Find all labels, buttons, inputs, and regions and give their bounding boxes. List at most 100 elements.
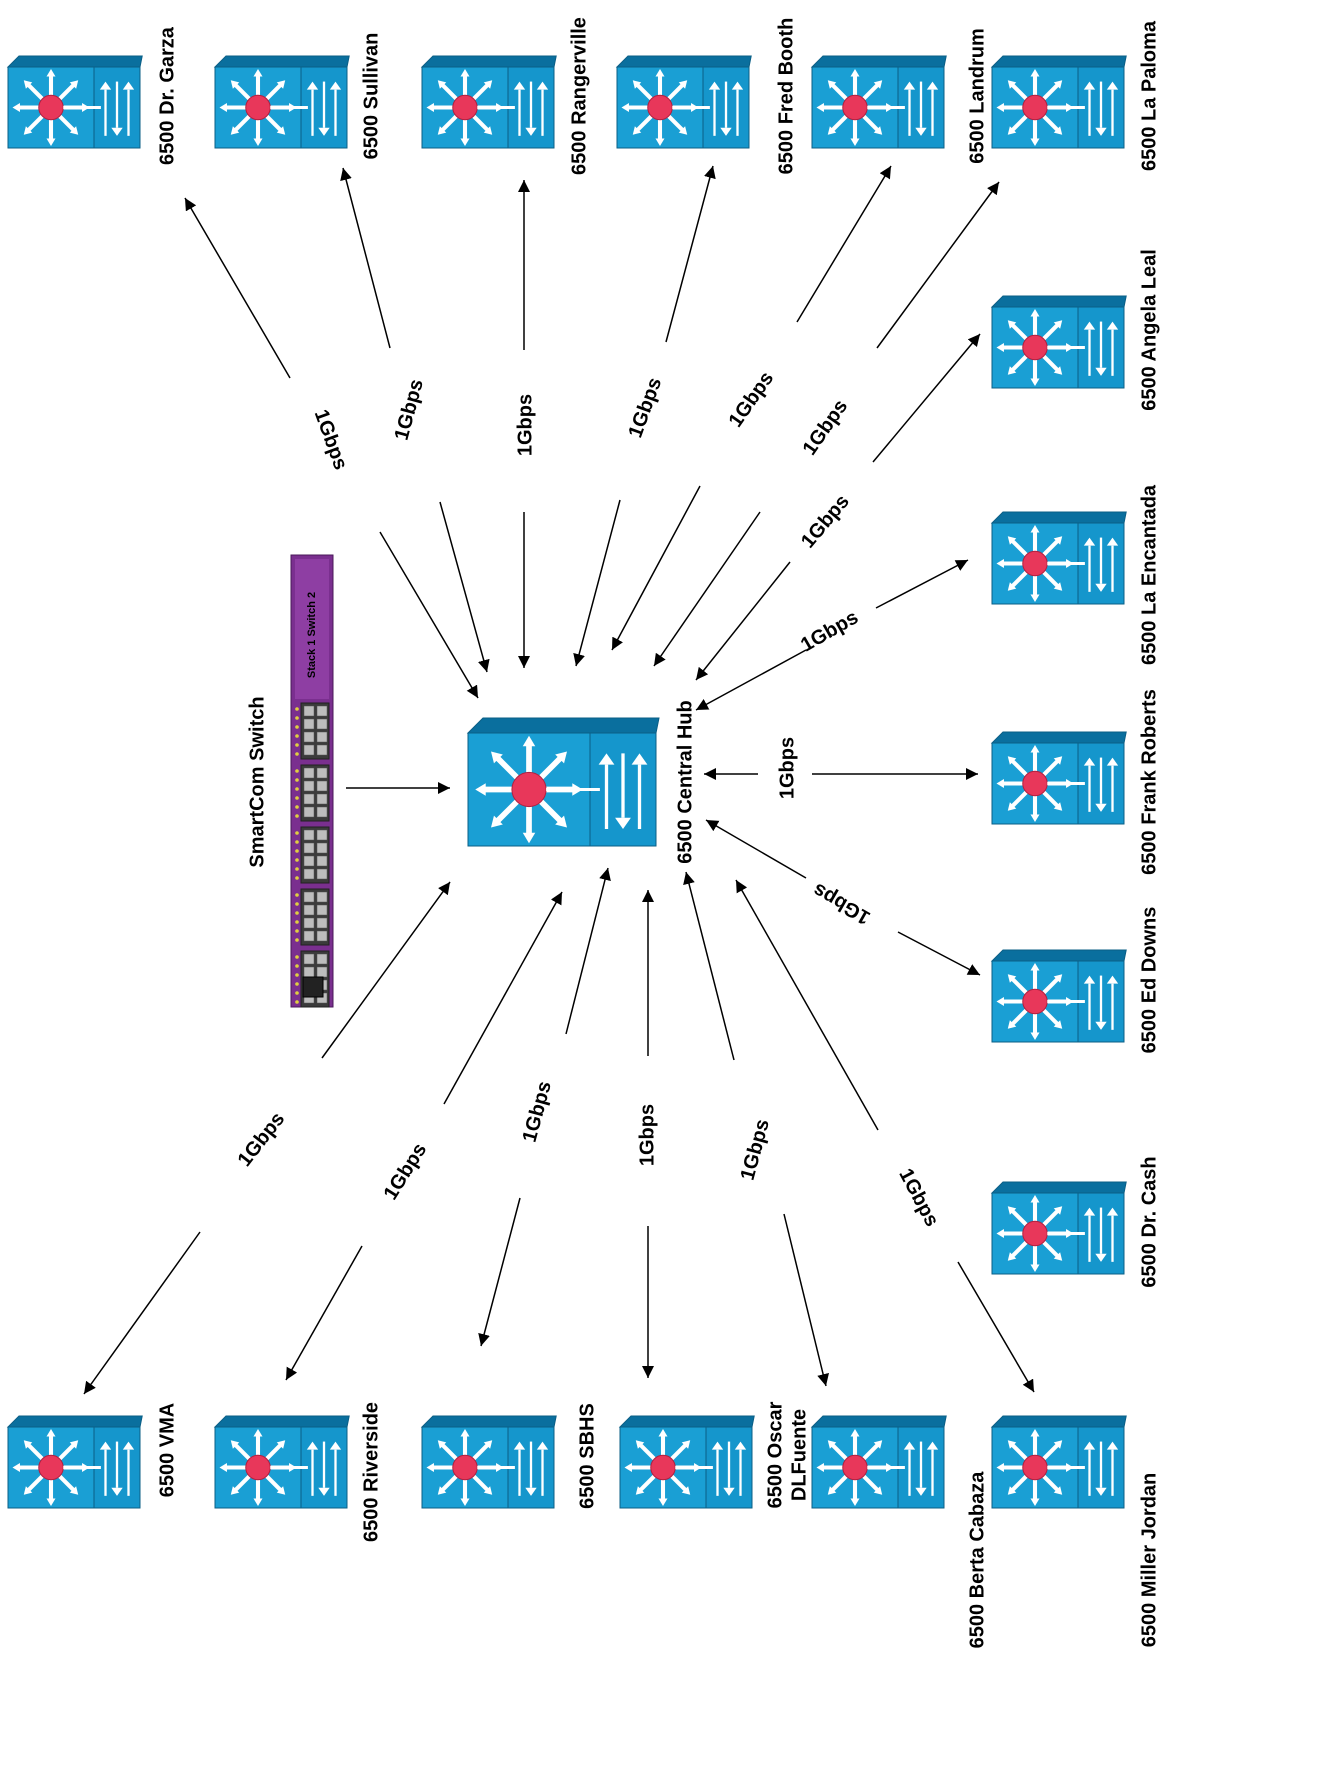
link-arrow-fred-booth (665, 165, 716, 343)
link-arrow-la-encantada (695, 649, 807, 711)
link-speed-label-riverside: 1Gbps (380, 1139, 432, 1203)
router-star-icon (996, 962, 1074, 1041)
updown-arrows-icon (63, 1441, 135, 1496)
updown-arrows-icon (63, 81, 135, 136)
updown-arrows-icon (1047, 1207, 1119, 1262)
link-arrow-berta-cabaza (783, 1213, 829, 1387)
link-arrow-riverside (443, 891, 563, 1105)
link-arrow-berta-cabaza (683, 871, 735, 1061)
updown-arrows-icon (672, 81, 744, 136)
site-switch-la-paloma (990, 55, 1127, 149)
link-arrow-angela-leal (872, 333, 981, 463)
link-speed-label-ed-downs: 1Gbps (809, 879, 874, 929)
site-switch-riverside (213, 1415, 350, 1509)
link-speed-label-frank-roberts: 1Gbps (776, 737, 798, 799)
link-speed-label-rangerville: 1Gbps (514, 394, 536, 456)
link-arrow-dr-garza (184, 197, 291, 379)
smartcom-switch: Stack 1 Switch 2 (290, 554, 334, 1008)
site-label-riverside: 6500 Riverside (360, 1402, 382, 1542)
smartcom-label: SmartCom Switch (246, 696, 268, 867)
site-switch-berta-cabaza (810, 1415, 947, 1509)
site-label-line: 6500 Oscar (764, 1401, 786, 1508)
link-arrow-angela-leal (695, 561, 791, 681)
link-arrow-sullivan (439, 501, 490, 673)
link-speed-label-sbhs: 1Gbps (519, 1079, 556, 1145)
link-arrow-sullivan (340, 167, 391, 349)
port-block (295, 888, 330, 946)
smartcom-panel-text: Stack 1 Switch 2 (306, 592, 318, 678)
site-label-miller-jordan: 6500 Miller Jordan (1138, 1473, 1160, 1648)
site-label-vma: 6500 VMA (156, 1403, 178, 1498)
site-switch-sbhs (420, 1415, 557, 1509)
port-block (295, 702, 330, 760)
site-switch-landrum (810, 55, 947, 149)
updown-arrows-icon (1047, 537, 1119, 592)
central-hub-switch (466, 717, 660, 847)
devices-layer: Stack 1 Switch 2 (6, 55, 1127, 1509)
port-block (295, 764, 330, 822)
links-layer (83, 165, 1035, 1395)
updown-arrows-icon (675, 1441, 747, 1496)
link-arrow-miller-jordan (957, 1261, 1035, 1393)
link-speed-label-vma: 1Gbps (234, 1108, 290, 1171)
site-switch-fred-booth (615, 55, 752, 149)
link-arrow-landrum (611, 485, 701, 651)
link-arrow-vma (83, 1231, 201, 1395)
updown-arrows-icon (1047, 757, 1119, 812)
router-star-icon (475, 735, 583, 844)
site-label-sullivan: 6500 Sullivan (360, 33, 382, 160)
site-switch-miller-jordan (990, 1415, 1127, 1509)
site-switch-dr-garza (6, 55, 143, 149)
link-speed-label-sullivan: 1Gbps (391, 377, 428, 443)
updown-arrows-icon (1047, 81, 1119, 136)
updown-arrows-icon (867, 1441, 939, 1496)
site-switch-la-encantada (990, 511, 1127, 605)
link-speed-label-fred-booth: 1Gbps (624, 375, 666, 441)
link-speed-label-la-encantada: 1Gbps (797, 606, 862, 656)
link-arrow-la-paloma (876, 181, 1000, 349)
site-label-la-encantada: 6500 La Encantada (1138, 484, 1160, 665)
link-speed-label-dr-garza: 1Gbps (310, 407, 352, 473)
link-arrow-landrum (796, 165, 892, 323)
site-switch-angela-leal (990, 295, 1127, 389)
updown-arrows-icon (477, 81, 549, 136)
updown-arrows-icon (477, 1441, 549, 1496)
router-star-icon (996, 1428, 1074, 1507)
updown-arrows-icon (270, 81, 342, 136)
updown-arrows-icon (867, 81, 939, 136)
site-switch-oscar-dlfuente (618, 1415, 755, 1509)
site-switch-vma (6, 1415, 143, 1509)
site-label-berta-cabaza: 6500 Berta Cabaza (966, 1471, 988, 1649)
site-switch-rangerville (420, 55, 557, 149)
router-star-icon (996, 1194, 1074, 1273)
port-block (295, 826, 330, 884)
site-label-frank-roberts: 6500 Frank Roberts (1138, 689, 1160, 875)
link-speed-label-miller-jordan: 1Gbps (894, 1165, 943, 1230)
hub-label: 6500 Central Hub (674, 700, 696, 863)
site-label-dr-garza: 6500 Dr. Garza (156, 26, 178, 165)
site-label-ed-downs: 6500 Ed Downs (1138, 907, 1160, 1054)
link-arrow-dr-garza (379, 531, 479, 699)
link-arrow-sbhs (565, 867, 611, 1035)
link-arrow-sbhs (478, 1197, 521, 1347)
site-switch-dr-cash (990, 1181, 1127, 1275)
link-arrow-fred-booth (573, 499, 621, 667)
updown-arrows-icon (270, 1441, 342, 1496)
link-arrow-riverside (285, 1245, 363, 1381)
site-label-la-paloma: 6500 La Paloma (1138, 20, 1160, 171)
updown-arrows-icon (1047, 975, 1119, 1030)
site-switch-frank-roberts (990, 731, 1127, 825)
link-speed-label-landrum: 1Gbps (725, 368, 779, 432)
site-label-sbhs: 6500 SBHS (576, 1403, 598, 1509)
router-star-icon (426, 1428, 504, 1507)
site-label-line: DLFuente (788, 1409, 810, 1501)
site-label-rangerville: 6500 Rangerville (568, 17, 590, 175)
updown-arrows-icon (546, 753, 648, 830)
router-star-icon (996, 744, 1074, 823)
link-arrow-la-paloma (653, 511, 761, 667)
router-star-icon (996, 524, 1074, 603)
link-speed-label-angela-leal: 1Gbps (797, 491, 854, 553)
link-speed-label-berta-cabaza: 1Gbps (737, 1117, 774, 1183)
